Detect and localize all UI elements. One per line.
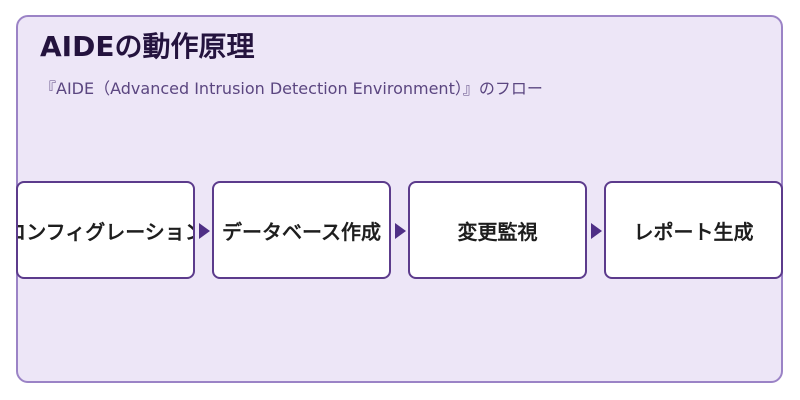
step-configuration-label: コンフィグレーション <box>16 219 195 244</box>
step-report-generation-label: レポート生成 <box>633 219 754 244</box>
diagram-subtitle: 『AIDE（Advanced Intrusion Detection Envir… <box>40 79 543 98</box>
arrow-right-icon <box>591 223 602 239</box>
step-database-creation-label: データベース作成 <box>222 219 381 244</box>
arrow-right-icon <box>199 223 210 239</box>
step-change-monitoring: 変更監視 <box>408 181 587 279</box>
step-database-creation: データベース作成 <box>212 181 391 279</box>
arrow-right-icon <box>395 223 406 239</box>
step-report-generation: レポート生成 <box>604 181 783 279</box>
step-configuration: コンフィグレーション <box>16 181 195 279</box>
step-change-monitoring-label: 変更監視 <box>457 219 538 244</box>
diagram-title: AIDEの動作原理 <box>40 30 255 63</box>
